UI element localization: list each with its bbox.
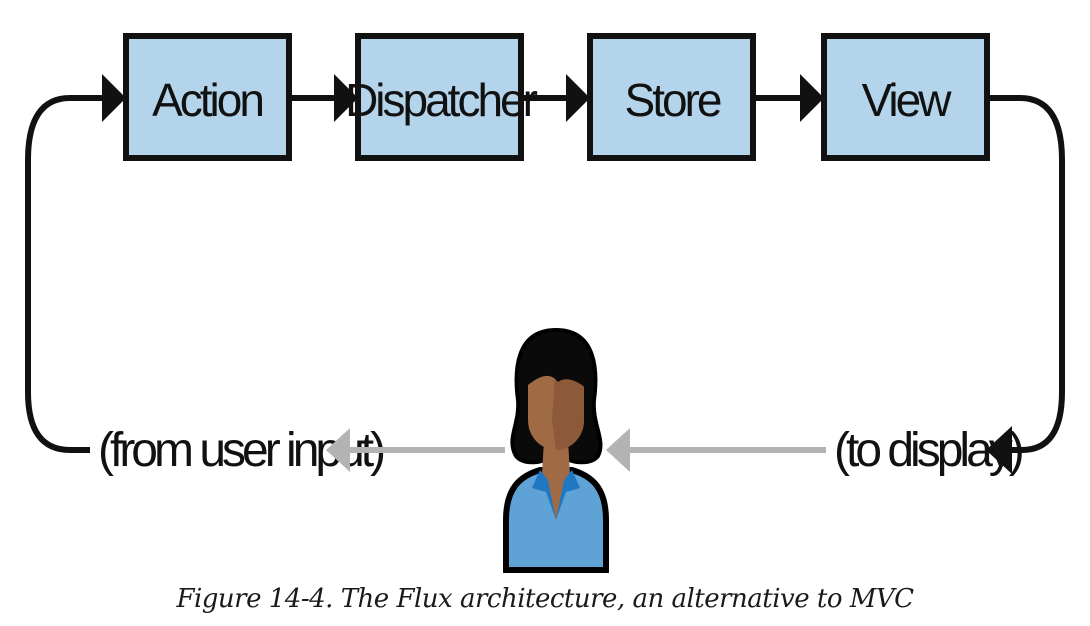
node-action: Action (123, 33, 292, 161)
node-dispatcher: Dispatcher (345, 33, 541, 161)
to-display-arrowhead (986, 426, 1012, 474)
node-action-label: Action (152, 74, 262, 126)
store-to-view-arrowhead (800, 74, 824, 122)
view-output-connector (988, 95, 1065, 453)
to-display-label: (to display) (834, 424, 1023, 477)
action-to-dispatcher-arrowhead (334, 74, 358, 122)
dispatcher-to-store-arrowhead (566, 74, 590, 122)
figure-caption: Figure 14-4. The Flux architecture, an a… (176, 584, 914, 614)
user-input-connector (25, 95, 104, 453)
display-to-user-arrowhead (606, 428, 630, 472)
node-store: Store (587, 33, 756, 161)
node-view: View (821, 33, 990, 161)
node-store-label: Store (625, 74, 721, 126)
action-input-arrowhead (102, 74, 126, 122)
node-view-label: View (862, 74, 953, 126)
node-dispatcher-label: Dispatcher (345, 74, 538, 126)
user-to-input-arrowhead (326, 428, 350, 472)
user-avatar-icon (503, 327, 609, 573)
